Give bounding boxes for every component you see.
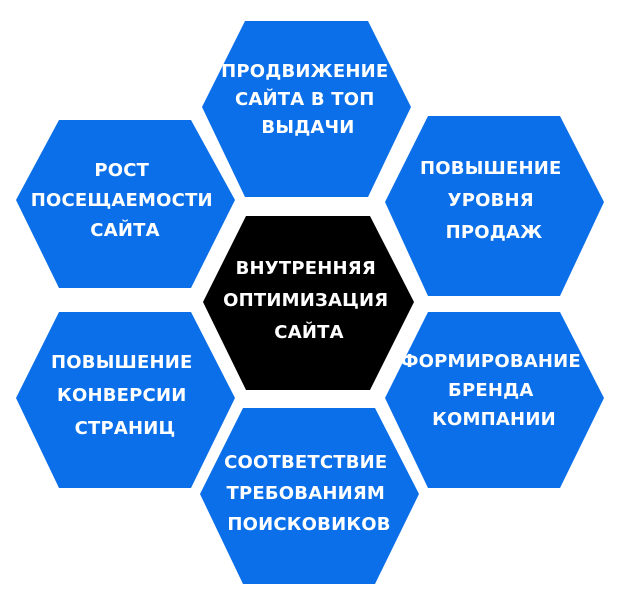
hex-top-right-line-3: ПРОДАЖ <box>446 222 543 243</box>
hex-bottom-left: ПОВЫШЕНИЕ КОНВЕРСИИ СТРАНИЦ <box>16 312 235 488</box>
hex-bottom-left-text: ПОВЫШЕНИЕ КОНВЕРСИИ СТРАНИЦ <box>51 352 199 439</box>
hex-bottom-right-line-2: БРЕНДА <box>448 380 533 401</box>
hex-top-line-3: ВЫДАЧИ <box>261 117 354 138</box>
hex-bottom-line-3: ПОИСКОВИКОВ <box>227 514 390 535</box>
hex-bottom-left-line-1: ПОВЫШЕНИЕ <box>51 352 193 373</box>
hex-bottom-right-text: ФОРМИРОВАНИЕ БРЕНДА КОМПАНИИ <box>401 351 588 430</box>
hex-top-line-1: ПРОДВИЖЕНИЕ <box>221 61 388 82</box>
hex-bottom-left-line-2: КОНВЕРСИИ <box>57 385 186 406</box>
hex-bottom-right: ФОРМИРОВАНИЕ БРЕНДА КОМПАНИИ <box>385 312 604 488</box>
hex-center: ВНУТРЕННЯЯ ОПТИМИЗАЦИЯ САЙТА <box>203 216 414 390</box>
hex-center-shape <box>203 216 414 390</box>
hex-bottom-right-line-1: ФОРМИРОВАНИЕ <box>401 351 581 372</box>
hex-center-line-2: ОПТИМИЗАЦИЯ <box>223 290 388 311</box>
hex-top-right-line-1: ПОВЫШЕНИЕ <box>420 158 562 179</box>
hex-bottom-left-line-3: СТРАНИЦ <box>75 418 176 439</box>
hex-top-left-line-2: ПОСЕЩАЕМОСТИ <box>31 190 213 211</box>
hex-top-right-line-2: УРОВНЯ <box>448 190 534 211</box>
hex-top-right-text: ПОВЫШЕНИЕ УРОВНЯ ПРОДАЖ <box>420 158 568 243</box>
hex-center-line-1: ВНУТРЕННЯЯ <box>236 258 376 279</box>
hex-bottom-shape <box>200 408 419 584</box>
hex-bottom-line-1: СООТВЕТСТВИЕ <box>224 452 387 473</box>
hex-top-right: ПОВЫШЕНИЕ УРОВНЯ ПРОДАЖ <box>385 116 604 296</box>
hex-top-left: РОСТ ПОСЕЩАЕМОСТИ САЙТА <box>16 120 235 288</box>
hex-bottom-left-shape <box>16 312 235 488</box>
hex-bottom: СООТВЕТСТВИЕ ТРЕБОВАНИЯМ ПОИСКОВИКОВ <box>200 408 419 584</box>
hex-top-shape <box>202 21 411 197</box>
hex-top-right-shape <box>385 116 604 296</box>
hex-center-line-3: САЙТА <box>274 321 343 343</box>
hex-top-text: ПРОДВИЖЕНИЕ САЙТА В ТОП ВЫДАЧИ <box>221 61 395 138</box>
hex-top-left-text: РОСТ ПОСЕЩАЕМОСТИ САЙТА <box>31 160 220 241</box>
hex-top-left-line-3: САЙТА <box>90 219 159 241</box>
hex-bottom-right-line-3: КОМПАНИИ <box>432 409 556 430</box>
hex-center-text: ВНУТРЕННЯЯ ОПТИМИЗАЦИЯ САЙТА <box>223 258 395 343</box>
hex-top-line-2: САЙТА В ТОП <box>235 88 375 110</box>
hex-top: ПРОДВИЖЕНИЕ САЙТА В ТОП ВЫДАЧИ <box>202 21 411 197</box>
hex-bottom-line-2: ТРЕБОВАНИЯМ <box>226 483 385 504</box>
hex-top-left-shape <box>16 120 235 288</box>
hex-bottom-text: СООТВЕТСТВИЕ ТРЕБОВАНИЯМ ПОИСКОВИКОВ <box>224 452 394 535</box>
hex-top-left-line-1: РОСТ <box>94 160 149 181</box>
hex-bottom-right-shape <box>385 312 604 488</box>
